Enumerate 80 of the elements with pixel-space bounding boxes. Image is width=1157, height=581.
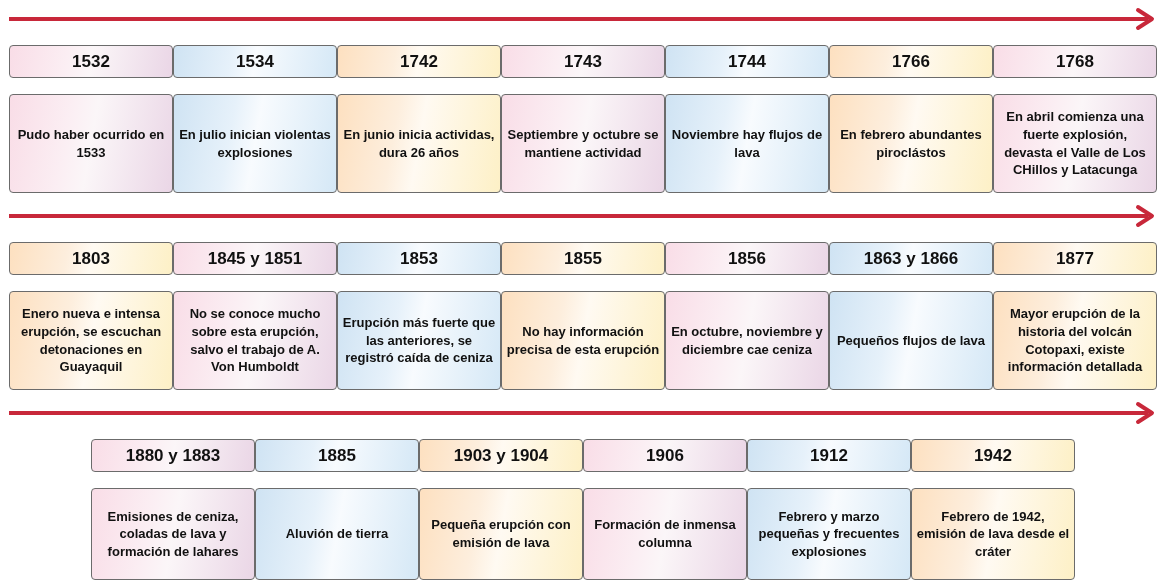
year-label: 1855: [564, 248, 602, 269]
event-description: En abril comienza una fuerte explosión, devasta el Valle de Los CHillos y Latacunga: [1003, 108, 1147, 179]
year-label: 1744: [728, 51, 766, 72]
event-description: En octubre, noviembre y diciembre cae ceniza: [670, 322, 824, 359]
year-label: 1863 y 1866: [863, 248, 959, 269]
event-box: [9, 291, 173, 390]
year-box: [173, 45, 337, 78]
year-box: [665, 242, 829, 275]
event-box: [993, 94, 1157, 193]
event-description: En febrero abundantes piroclástos: [839, 125, 983, 162]
year-box: [993, 242, 1157, 275]
event-box: [665, 94, 829, 193]
year-box: [583, 439, 747, 472]
year-label: 1743: [564, 51, 602, 72]
year-box: [829, 242, 993, 275]
year-label: 1768: [1056, 51, 1094, 72]
year-label: 1845 y 1851: [207, 248, 303, 269]
event-box: [501, 94, 665, 193]
year-label: 1853: [400, 248, 438, 269]
year-box: [829, 45, 993, 78]
event-box: [583, 488, 747, 580]
year-box: [173, 242, 337, 275]
year-box: [419, 439, 583, 472]
event-description: Noviembre hay flujos de lava: [670, 125, 824, 162]
event-box: [829, 94, 993, 193]
year-label: 1880 y 1883: [125, 445, 221, 466]
event-description: Pequeños flujos de lava: [836, 331, 986, 350]
event-description: Aluvión de tierra: [285, 525, 389, 543]
year-box: [911, 439, 1075, 472]
event-box: [665, 291, 829, 390]
year-box: [9, 242, 173, 275]
event-description: Formación de inmensa columna: [593, 516, 737, 552]
year-label: 1912: [810, 445, 848, 466]
year-label: 1856: [728, 248, 766, 269]
year-box: [747, 439, 911, 472]
year-label: 1532: [72, 51, 110, 72]
event-box: [993, 291, 1157, 390]
event-description: Febrero y marzo pequeñas y frecuentes explosiones: [757, 507, 901, 561]
event-description: Mayor erupción de la historia del volcán Cotopaxi, existe información detallada: [1006, 305, 1144, 376]
year-box: [337, 45, 501, 78]
year-label: 1877: [1056, 248, 1094, 269]
year-label: 1885: [318, 445, 356, 466]
event-description: No se conoce mucho sobre esta erupción, salvo el trabajo de A. Von Humboldt: [188, 305, 322, 376]
event-description: Septiembre y octubre se mantiene actividad: [506, 125, 660, 162]
year-label: 1903 y 1904: [453, 445, 549, 466]
year-label: 1906: [646, 445, 684, 466]
event-description: Enero nueva e intensa erupción, se escuchan detonaciones en Guayaquil: [19, 305, 163, 376]
event-description: No hay información precisa de esta erupción: [506, 322, 660, 359]
event-box: [173, 291, 337, 390]
event-description: Pudo haber ocurrido en 1533: [16, 125, 166, 162]
event-description: En junio inicia actividas, dura 26 años: [342, 125, 496, 162]
year-box: [665, 45, 829, 78]
year-box: [501, 242, 665, 275]
event-description: Emisiones de ceniza, coladas de lava y formación de lahares: [106, 507, 240, 561]
event-box: [337, 94, 501, 193]
year-label: 1534: [236, 51, 274, 72]
year-label: 1942: [974, 445, 1012, 466]
event-box: [91, 488, 255, 580]
event-description: Pequeña erupción con emisión de lava: [430, 516, 572, 552]
event-box: [9, 94, 173, 193]
event-box: [747, 488, 911, 580]
event-description: En julio inician violentas explosiones: [178, 125, 332, 162]
year-box: [501, 45, 665, 78]
year-label: 1766: [892, 51, 930, 72]
event-box: [173, 94, 337, 193]
year-box: [993, 45, 1157, 78]
event-box: [255, 488, 419, 580]
event-description: Febrero de 1942, emisión de lava desde el cráter: [916, 507, 1070, 561]
year-label: 1742: [400, 51, 438, 72]
year-box: [337, 242, 501, 275]
year-label: 1803: [72, 248, 110, 269]
event-box: [911, 488, 1075, 580]
event-box: [829, 291, 993, 390]
event-box: [337, 291, 501, 390]
event-box: [501, 291, 665, 390]
event-description: Erupción más fuerte que las anteriores, se registró caída de ceniza: [342, 314, 496, 367]
year-box: [91, 439, 255, 472]
year-box: [9, 45, 173, 78]
event-box: [419, 488, 583, 580]
year-box: [255, 439, 419, 472]
